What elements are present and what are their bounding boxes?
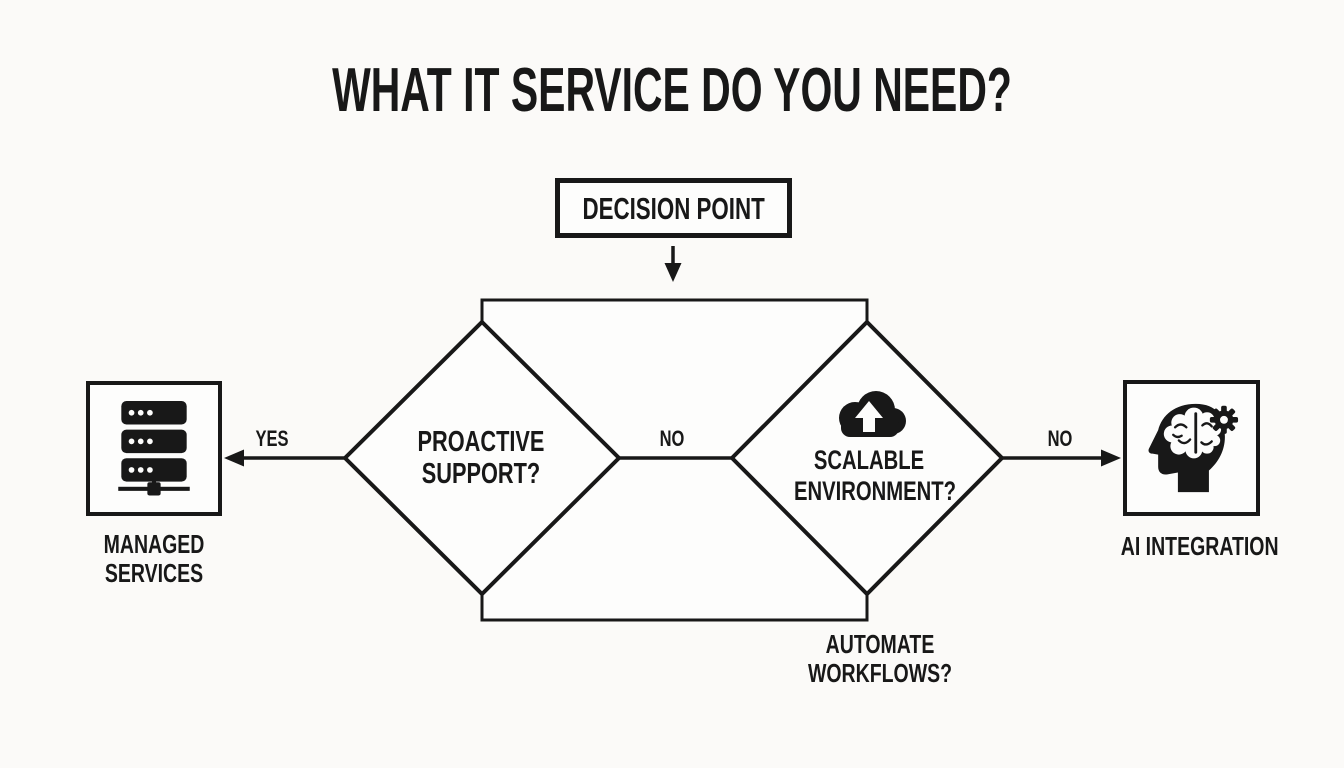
network-node — [147, 481, 161, 495]
diamond-label-scalable-environment: SCALABLE ENVIRONMENT? — [794, 445, 956, 507]
server-shelf — [121, 429, 187, 453]
label-line: AUTOMATE — [825, 629, 935, 659]
ai-head-icon — [1148, 403, 1238, 493]
label-line: ENVIRONMENT? — [794, 476, 956, 506]
brain-split — [1193, 412, 1197, 454]
decision-point-label: DECISION POINT — [582, 190, 765, 226]
diamond-proactive-support — [342, 319, 622, 597]
label-line: MANAGED — [103, 529, 205, 559]
diamond-scalable-environment — [729, 319, 1005, 597]
label-line: SERVICES — [104, 558, 204, 588]
no-right-edge-label: NO — [1047, 426, 1073, 451]
yes-edge-label: YES — [255, 426, 289, 451]
label-line: SUPPORT? — [421, 458, 541, 490]
yes-arrowhead — [224, 449, 244, 467]
page-title: WHAT IT SERVICE DO YOU NEED? — [332, 56, 1012, 125]
label-line: SCALABLE — [813, 445, 925, 475]
ai-integration-label: AI INTEGRATION — [1120, 531, 1279, 561]
gear — [1209, 405, 1238, 434]
label-line: WORKFLOWS? — [807, 658, 953, 688]
decision-down-arrowhead — [664, 263, 682, 282]
diamond-label-proactive-support: PROACTIVE SUPPORT? — [406, 426, 556, 490]
no-right-arrowhead — [1101, 449, 1121, 467]
server-stack-icon — [118, 400, 190, 495]
server-leds — [128, 409, 153, 473]
label-line: PROACTIVE — [417, 426, 545, 458]
cloud-upload-icon-svg — [839, 391, 906, 437]
decision-point-box: DECISION POINT — [555, 178, 792, 238]
label-line: AI INTEGRATION — [1120, 531, 1279, 561]
server-shelf — [121, 457, 187, 482]
ai-integration-box — [1123, 380, 1260, 516]
cloud-upload-icon — [829, 388, 909, 438]
brain-squiggles — [1171, 422, 1213, 446]
no-middle-edge-label: NO — [659, 426, 685, 451]
managed-services-box — [86, 381, 222, 516]
automate-workflows-label: AUTOMATE WORKFLOWS? — [805, 630, 955, 688]
gear-hole — [1219, 415, 1228, 424]
managed-services-label: MANAGED SERVICES — [94, 530, 214, 588]
server-shelf — [121, 400, 187, 424]
upload-arrow — [855, 401, 883, 432]
